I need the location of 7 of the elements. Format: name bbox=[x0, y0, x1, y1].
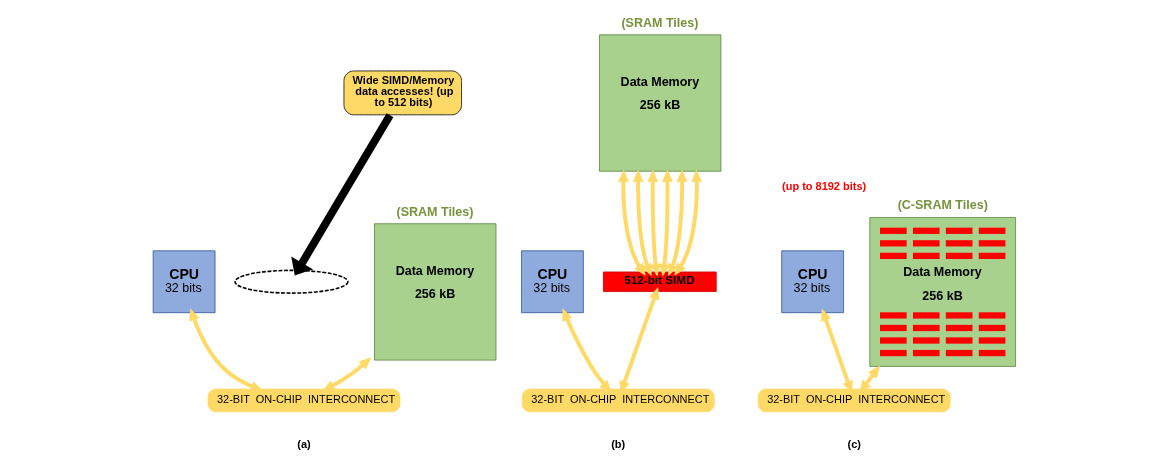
label: (b) bbox=[610, 437, 625, 450]
node-label: (SRAM Tiles) bbox=[395, 204, 473, 219]
node-label: (up to 8192 bits) bbox=[781, 180, 866, 193]
node-label: (SRAM Tiles) bbox=[620, 15, 698, 30]
label: (c) bbox=[846, 437, 861, 450]
label: (a) bbox=[296, 437, 311, 450]
node-label: (C-SRAM Tiles) bbox=[897, 198, 988, 213]
